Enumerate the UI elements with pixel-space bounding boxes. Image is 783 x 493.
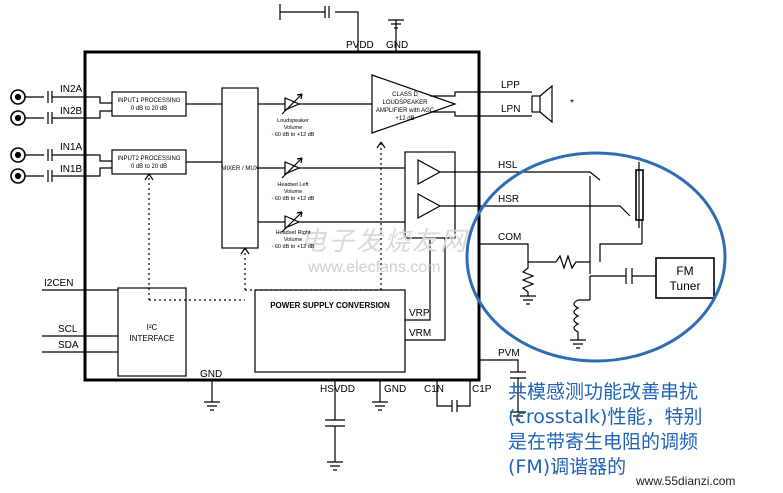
pin-c1p: C1P [472,384,492,395]
amp-line2: LOUDSPEAKER [382,100,428,106]
pin-gnd-top: GND [386,40,408,51]
pin-vrp: VRP [409,308,430,319]
speaker-vol-line3: - 60 dB to +12 dB [272,132,315,138]
watermark-cn: 电子发烧友网 [300,227,469,257]
fm-line2: Tuner [670,279,701,293]
input2-processing-block [111,149,187,175]
annotation-line4: (FM)调谐器的 [508,456,627,478]
pin-gnd-bottom: GND [384,384,406,395]
i2c-line1: I²C [147,323,158,332]
site-watermark: www.55dianzi.com [636,474,736,488]
input-jack-in2b [10,110,26,126]
pin-gnd-left: GND [200,369,222,380]
i2c-line2: INTERFACE [130,334,175,343]
amp-line4: +12 dB [395,116,414,122]
annotation-line3: 是在带寄生电阻的调频 [508,431,699,453]
pin-in1a: IN1A [60,142,83,153]
hs-left-volume-icon [284,161,301,175]
com-resistor [555,254,590,270]
amp-line3: AMPLIFIER with AGC [376,108,435,114]
fm-line1: FM [676,264,693,278]
pin-in1b: IN1B [60,164,83,175]
headset-amp-block [404,151,456,239]
amp-line1: CLASS D [392,92,418,98]
speaker-vol-line1: Loudspeaker [277,118,309,124]
pin-pvdd: PVDD [346,40,374,51]
pin-c1n: C1N [424,384,444,395]
input-jack-in1b [10,168,26,184]
annotation-line2: (crosstalk)性能，特别 [508,406,703,428]
pin-com: COM [498,232,521,243]
power-supply-block [254,289,406,373]
watermark-url: www.elecfans.com [307,259,441,276]
pin-scl: SCL [58,324,78,335]
com-inductor [570,299,590,349]
pin-pvm: PVM [498,348,520,359]
input1-title: INPUT1 PROCESSING [117,98,180,104]
input-jack-in1a [10,147,26,163]
hs-right-vol-line1: Headset Right [276,230,311,236]
input2-range: 0 dB to 20 dB [131,164,167,170]
loudspeaker-icon [531,95,541,113]
pin-in2a: IN2A [60,84,83,95]
pin-vrm: VRM [409,328,431,339]
speaker-mark: * [570,98,574,109]
hs-right-vol-line3: - 60 dB to +12 dB [272,244,315,250]
input2-title: INPUT2 PROCESSING [117,156,180,162]
input-jack-in2a [10,89,26,105]
power-label: POWER SUPPLY CONVERSION [270,301,390,310]
pin-sda: SDA [58,340,79,351]
fm-tuner-block [655,257,715,299]
hs-right-vol-line2: Volume [284,237,302,243]
speaker-vol-line2: Volume [284,125,302,131]
hs-left-vol-line2: Volume [284,189,302,195]
input1-range: 0 dB to 20 dB [131,106,167,112]
pin-hsr: HSR [498,194,519,205]
pin-in2b: IN2B [60,106,83,117]
pin-lpn: LPN [501,104,520,115]
speaker-volume-icon [284,97,301,111]
annotation-text: 共模感测功能改善串扰 (crosstalk)性能，特别 是在带寄生电阻的调频 (… [508,380,778,480]
annotation-line1: 共模感测功能改善串扰 [508,381,699,403]
pin-hsl: HSL [498,160,518,171]
input1-processing-block [111,91,187,117]
i2c-interface-block [117,287,187,377]
pin-i2cen: I2CEN [44,278,73,289]
class-d-amplifier [371,74,457,134]
pin-lpp: LPP [501,80,520,91]
mixer-label: MIXER / MUX [221,166,258,172]
hs-right-volume-icon [284,215,301,229]
hs-left-vol-line3: - 60 dB to +12 dB [272,196,315,202]
highlight-ellipse [465,151,727,363]
hs-left-vol-line1: Headset Left [277,182,309,188]
pin-hsvdd: HSVDD [320,384,355,395]
